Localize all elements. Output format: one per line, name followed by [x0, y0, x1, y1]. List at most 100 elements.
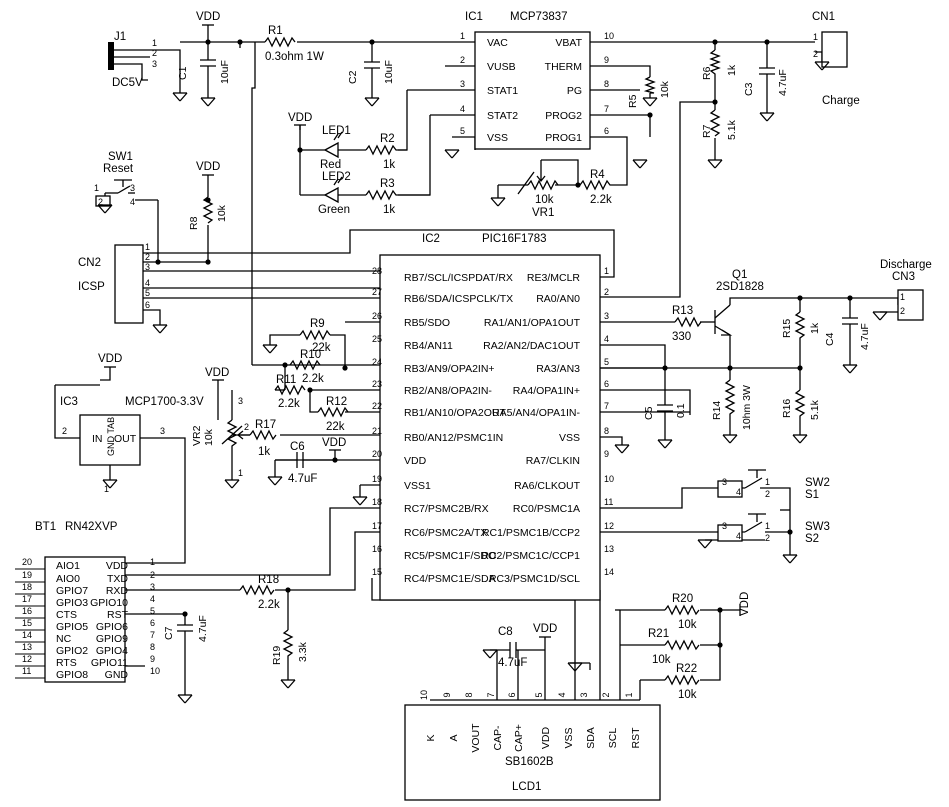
ic2-pin-number: 27 — [372, 287, 382, 297]
bt1-pin-number: 4 — [150, 594, 155, 604]
r14-value: 10hm 3W — [741, 385, 753, 430]
reset-label: Reset — [103, 163, 134, 175]
bt1-pin-number: 13 — [22, 642, 32, 652]
s2-label: S2 — [805, 533, 819, 545]
r4-symbol — [579, 179, 615, 191]
vdd-label-5: VDD — [205, 367, 229, 379]
lcd-pin-label: CAP+ — [513, 724, 525, 752]
sw3-symbol — [744, 513, 790, 533]
r1-symbol — [264, 36, 296, 48]
lcd-part: SB1602B — [505, 756, 554, 768]
bt1-pin-label: GPIO7 — [56, 585, 88, 597]
ic2-pin-label: RB3/AN9/OPA2IN+ — [404, 363, 495, 375]
j1-body — [108, 42, 114, 70]
bt1-pin-label: NC — [56, 633, 72, 645]
ic2-pin-label: RB5/SDO — [404, 317, 450, 329]
lcd-pin-label: VOUT — [470, 723, 482, 753]
bt1-pin-number: 10 — [150, 666, 160, 676]
r4-value: 2.2k — [590, 194, 612, 206]
vdd-label-2: VDD — [288, 112, 312, 124]
r20-label: R20 — [672, 593, 693, 605]
vdd-label-6: VDD — [322, 437, 346, 449]
ic2-pin-number: 4 — [604, 334, 609, 344]
sw3-pin-3: 3 — [722, 521, 727, 531]
green-label: Green — [318, 204, 350, 216]
ic2-pin-number: 25 — [372, 334, 382, 344]
r12-label: R12 — [326, 396, 347, 408]
ic2-pin-label: RC7/PSMC2B/RX — [404, 503, 489, 515]
c2-symbol — [364, 61, 380, 78]
ic3-label: IC3 — [60, 396, 78, 408]
ic2-pin-label: RB2/AN8/OPA2IN- — [404, 385, 492, 397]
sw2-pin-1: 1 — [765, 477, 770, 487]
lcd-pin-number: 1 — [624, 692, 634, 697]
r13-symbol — [674, 316, 702, 328]
ic1-pin-number: 1 — [460, 31, 465, 41]
bt1-pins: AIO1AIO0GPIO7GPIO3CTSGPIO5NCGPIO2RTSGPIO… — [15, 557, 160, 681]
ic1-pin-label: THERM — [545, 61, 582, 73]
r9-label: R9 — [310, 318, 325, 330]
sw2-symbol — [730, 469, 766, 489]
lcd-pin-number: 10 — [419, 690, 429, 700]
vdd-label-3: VDD — [196, 161, 220, 173]
c7-symbol — [177, 624, 193, 640]
sw1-pin-1: 1 — [94, 183, 99, 193]
r18-label: R18 — [258, 574, 279, 586]
ic2-pin-label: VDD — [404, 455, 427, 467]
ic2-pin-label: RA2/AN2/DAC1OUT — [483, 340, 580, 352]
vdd-label-1: VDD — [196, 11, 220, 23]
ic2-pin-label: RA3/AN3 — [536, 363, 580, 375]
ic2-pin-number: 10 — [604, 474, 614, 484]
ic1-pin-label: STAT1 — [487, 85, 518, 97]
r15-value: 1k — [809, 322, 821, 334]
cn3-pin-1: 1 — [900, 292, 905, 302]
r16-value: 5.1k — [809, 399, 821, 420]
ic2-part: PIC16F1783 — [482, 233, 547, 245]
c1-label: C1 — [177, 66, 189, 80]
s1-label: S1 — [805, 489, 819, 501]
bt1-pin-number: 16 — [22, 606, 32, 616]
icsp-label: ICSP — [78, 281, 105, 293]
r19-label: R19 — [271, 646, 283, 665]
r17-label: R17 — [255, 419, 276, 431]
r7-value: 5.1k — [726, 119, 738, 140]
bt1-pin-label: GPIO3 — [56, 597, 88, 609]
q1-label: Q1 — [732, 269, 747, 281]
c4-value: 4.7uF — [859, 323, 871, 350]
lcd1-label: LCD1 — [512, 781, 541, 793]
j1-pin-1: 1 — [152, 38, 157, 48]
r22-value: 10k — [678, 689, 697, 701]
ic2-label: IC2 — [422, 233, 440, 245]
cn3-box — [897, 289, 924, 321]
ic3-gndtab: GND TAB — [106, 417, 116, 456]
r6-label: R6 — [701, 66, 713, 80]
r22-symbol — [664, 674, 700, 686]
r19-symbol — [282, 629, 294, 660]
leds — [323, 131, 344, 204]
r18-value: 2.2k — [258, 599, 280, 611]
ic2-pin-label: RA1/AN1/OPA1OUT — [484, 317, 581, 329]
r9-value: 22k — [312, 342, 331, 354]
c7-label: C7 — [163, 626, 175, 640]
ic2-pin-number: 7 — [604, 401, 609, 411]
ic1-part: MCP73837 — [510, 11, 568, 23]
lcd-pin-label: SDA — [585, 727, 597, 749]
c3-symbol — [759, 67, 775, 84]
r16-label: R16 — [781, 399, 793, 418]
vr1-symbol — [527, 179, 559, 191]
sw1-pin-2: 2 — [98, 197, 103, 207]
r5-label: R5 — [627, 94, 639, 108]
r11-value: 2.2k — [278, 398, 300, 410]
r3-value: 1k — [383, 204, 395, 216]
sw3-pin-4: 4 — [736, 531, 741, 541]
bt1-pin-label: AIO0 — [56, 573, 80, 585]
ic3-pin-2: 2 — [62, 426, 67, 436]
cn2-pin-4: 4 — [145, 278, 150, 288]
ic1-pins: VACVUSBSTAT1STAT2VSS12345VBATTHERMPGPROG… — [460, 31, 614, 144]
charge-label: Charge — [822, 95, 860, 107]
bt1-pin-label: CTS — [56, 609, 77, 621]
sw1-pin-3: 3 — [130, 183, 135, 193]
r5-symbol — [643, 76, 656, 94]
c4-symbol — [842, 317, 858, 334]
lcd-pin-number: 9 — [442, 692, 452, 697]
